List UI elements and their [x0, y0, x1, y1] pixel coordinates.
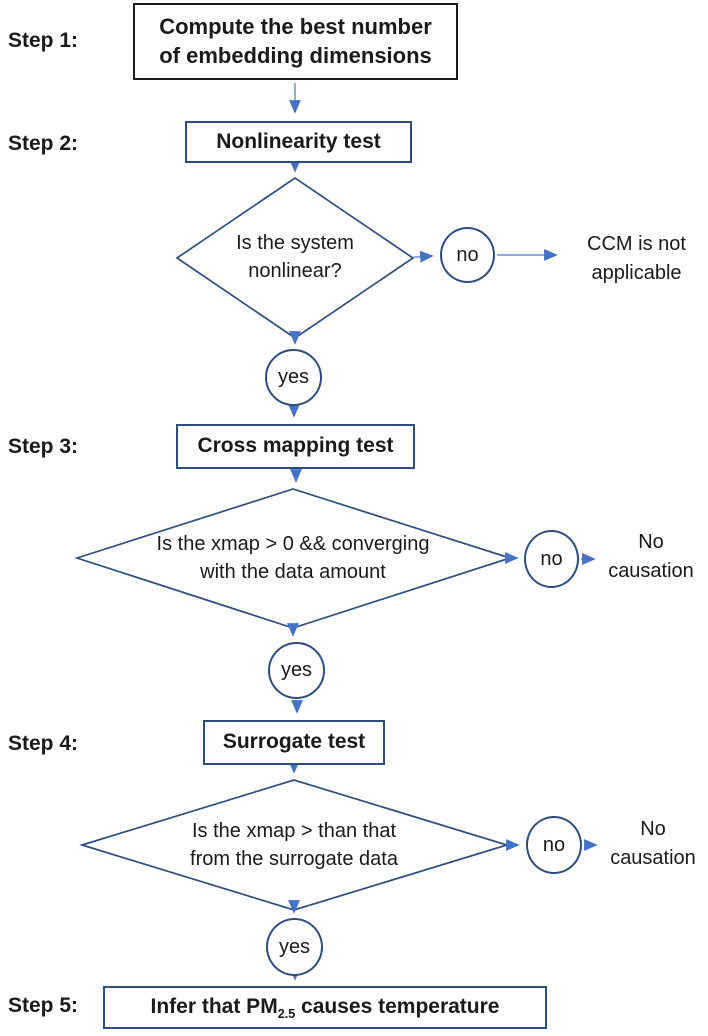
process-box-step4-label: Surrogate test: [222, 730, 366, 754]
outcome2-line1: No: [638, 531, 664, 553]
step5-label: Step 5:: [8, 994, 79, 1017]
process-box-step3: Cross mapping test: [176, 424, 415, 469]
outcome2-line2: causation: [608, 560, 694, 582]
decision3-line2: from the surrogate data: [190, 848, 398, 870]
outcome1-line2: applicable: [591, 262, 682, 284]
process-box-step5: Infer that PM2.5 causes temperature: [103, 986, 547, 1029]
outcome2-text: No causation: [596, 528, 706, 586]
outcome3-line2: causation: [610, 847, 696, 869]
yes-circle-1: yes: [265, 349, 322, 406]
decision2-line2: with the data amount: [200, 561, 386, 583]
process-box-step5-label: Infer that PM2.5 causes temperature: [151, 994, 500, 1021]
process-box-step2: Nonlinearity test: [185, 121, 412, 163]
arrow-diamond1-to-no1: [413, 250, 434, 263]
step1-label: Step 1:: [8, 29, 79, 52]
no-circle-1: no: [440, 227, 495, 283]
process-box-step5-subscript: 2.5: [277, 1007, 296, 1022]
process-box-step5-prefix: Infer that PM: [150, 995, 278, 1019]
outcome1-text: CCM is not applicable: [565, 230, 708, 288]
process-box-step4: Surrogate test: [203, 720, 385, 765]
no-circle-3: no: [526, 816, 582, 874]
outcome3-text: No causation: [598, 815, 708, 873]
step4-label: Step 4:: [8, 732, 79, 755]
decision2-text: Is the xmap > 0 && converging with the d…: [143, 530, 443, 586]
process-box-step2-label: Nonlinearity test: [216, 129, 381, 153]
step2-label: Step 2:: [8, 132, 79, 155]
outcome1-line1: CCM is not: [587, 233, 686, 255]
decision1-text: Is the system nonlinear?: [195, 229, 395, 285]
yes-circle-3: yes: [266, 918, 323, 976]
yes-circle-2: yes: [268, 642, 325, 699]
outcome3-line1: No: [640, 818, 666, 840]
process-box-step1-line1: Compute the best number: [159, 14, 432, 40]
decision3-line1: Is the xmap > than that: [191, 820, 396, 842]
process-box-step5-suffix: causes temperature: [295, 995, 500, 1019]
step3-label: Step 3:: [8, 435, 79, 458]
process-box-step1: Compute the best number of embedding dim…: [133, 3, 458, 80]
decision2-line1: Is the xmap > 0 && converging: [156, 533, 430, 555]
decision3-text: Is the xmap > than that from the surroga…: [144, 817, 444, 873]
decision1-line2: nonlinear?: [248, 260, 342, 282]
process-box-step3-label: Cross mapping test: [197, 434, 394, 458]
no-circle-2: no: [524, 530, 579, 588]
process-box-step1-line2: of embedding dimensions: [159, 42, 432, 68]
decision1-line1: Is the system: [236, 232, 354, 254]
